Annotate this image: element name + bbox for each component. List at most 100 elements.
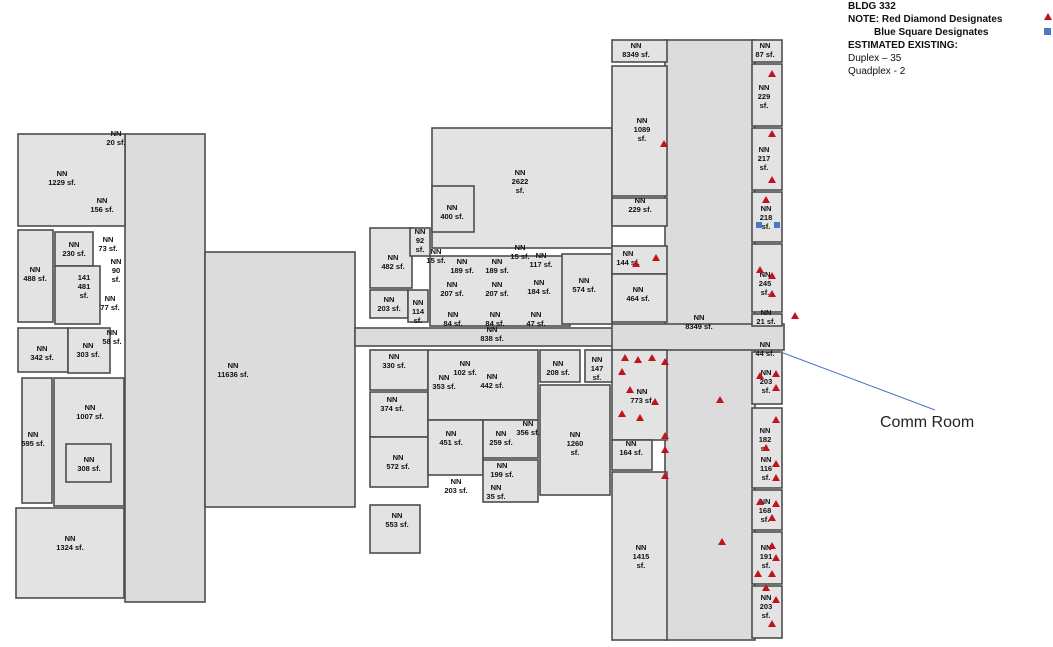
room-label-line: 1415 <box>633 552 650 561</box>
room-label-line: sf. <box>414 316 423 325</box>
room-label-line: 47 sf. <box>526 319 545 328</box>
room-label-line: NN <box>531 310 542 319</box>
red-marker <box>762 196 770 203</box>
room-label-line: 217 <box>758 154 771 163</box>
room-label-line: sf. <box>593 373 602 382</box>
red-marker <box>661 472 669 479</box>
red-marker <box>661 432 669 439</box>
room-label-line: 90 <box>112 266 120 275</box>
room-label-line: NN <box>523 419 534 428</box>
red-marker <box>636 414 644 421</box>
room-label-line: 73 sf. <box>98 244 117 253</box>
red-marker <box>756 266 764 273</box>
legend-note-red: NOTE: Red Diamond Designates <box>848 14 1003 25</box>
room-label-line: NN <box>57 169 68 178</box>
red-marker <box>621 354 629 361</box>
red-marker <box>772 474 780 481</box>
room-label-line: 1260 <box>567 439 584 448</box>
legend: BLDG 332 NOTE: Red Diamond Designates Bl… <box>848 0 1052 78</box>
room-label-line: NN <box>761 593 772 602</box>
room-label-line: 1089 <box>634 125 651 134</box>
room-label-line: NN <box>37 344 48 353</box>
room-label-line: 1007 sf. <box>76 412 104 421</box>
room-label-line: NN <box>28 430 39 439</box>
room-label-line: NN <box>761 368 772 377</box>
room-label-line: 203 sf. <box>444 486 467 495</box>
red-marker <box>768 542 776 549</box>
room-label-line: 330 sf. <box>382 361 405 370</box>
red-marker <box>718 538 726 545</box>
room-label-line: NN <box>496 429 507 438</box>
room-label-line: 203 <box>760 602 773 611</box>
room-label-line: 92 <box>416 236 424 245</box>
red-marker <box>772 500 780 507</box>
room-label-line: NN <box>637 116 648 125</box>
room-label-line: NN <box>760 340 771 349</box>
room-label-line: sf. <box>638 134 647 143</box>
room-label-line: NN <box>111 129 122 138</box>
room-label-line: 595 sf. <box>21 439 44 448</box>
red-marker <box>661 446 669 453</box>
room-label-line: NN <box>439 373 450 382</box>
red-marker <box>716 396 724 403</box>
room-label-line: 189 sf. <box>485 266 508 275</box>
red-marker <box>626 386 634 393</box>
room-label-line: NN <box>694 313 705 322</box>
room-label-line: sf. <box>760 163 769 172</box>
room-label-line: 191 <box>760 552 773 561</box>
room-label-line: NN <box>460 359 471 368</box>
room-label-line: NN <box>760 497 771 506</box>
room-label-line: NN <box>761 543 772 552</box>
room-label-line: sf. <box>761 515 770 524</box>
room-label-line: NN <box>451 477 462 486</box>
room-label-line: 553 sf. <box>385 520 408 529</box>
room-label-line: 203 sf. <box>377 304 400 313</box>
blue-square-icon <box>1044 28 1051 35</box>
red-triangle-icon <box>1044 13 1052 20</box>
room-label-line: NN <box>761 204 772 213</box>
room-label-line: NN <box>387 395 398 404</box>
room-label-line: NN <box>389 352 400 361</box>
room-label-line: NN <box>393 453 404 462</box>
room-label-line: 442 sf. <box>480 381 503 390</box>
red-marker <box>772 416 780 423</box>
room-label-line: 308 sf. <box>77 464 100 473</box>
room-label-line: 8349 sf. <box>685 322 713 331</box>
red-marker <box>648 354 656 361</box>
red-marker <box>661 358 669 365</box>
legend-building-title: BLDG 332 <box>848 1 896 12</box>
red-marker <box>762 584 770 591</box>
room-label-line: NN <box>111 257 122 266</box>
